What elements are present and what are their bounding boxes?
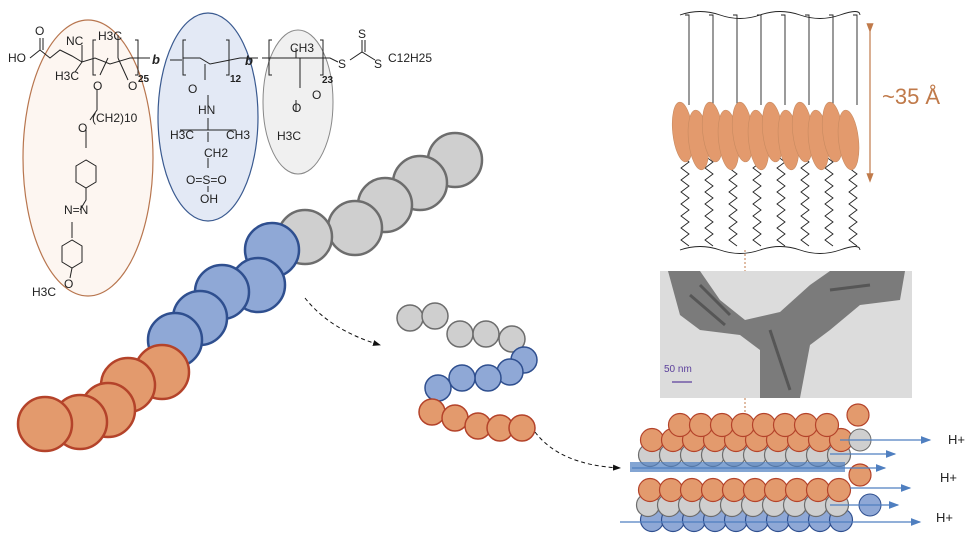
methyl-label: H3C — [98, 29, 122, 43]
azo-bead — [751, 412, 777, 438]
azo-bead — [784, 477, 810, 503]
methacrylate-bead — [446, 320, 474, 348]
alkyl-chain — [733, 14, 738, 105]
dimethyl-left-label: H3C — [170, 128, 194, 142]
azo-bead — [793, 412, 819, 438]
alkyl-chain — [776, 149, 787, 247]
alkyl-chain — [680, 149, 691, 247]
methacrylate-block-ellipse — [262, 29, 334, 175]
chain-backbone — [679, 11, 861, 254]
alkyl-chain — [805, 14, 810, 105]
block-link-label: b — [245, 53, 253, 68]
methyl-label: H3C — [55, 69, 79, 83]
dashed-arrow — [534, 431, 621, 471]
block-link-label: b — [152, 52, 160, 67]
thio-s: S — [338, 57, 346, 71]
sulfonate-bead — [424, 374, 452, 402]
methacrylate-bead — [472, 320, 500, 348]
azo-bead — [805, 477, 831, 503]
azo-label: N=N — [64, 203, 88, 217]
methacrylate-bead — [326, 199, 384, 257]
polymer-chain-large — [16, 131, 484, 453]
dimethyl-right-label: CH3 — [226, 128, 250, 142]
spacer-label: (CH2)10 — [92, 111, 138, 125]
methacrylate-bead — [421, 302, 449, 330]
azo-bead — [846, 403, 870, 427]
ester-o: O — [292, 101, 301, 115]
proton-transport-arrows — [620, 436, 932, 526]
ester-o: O — [312, 88, 321, 102]
azo-bead — [667, 412, 693, 438]
alkyl-chain — [829, 14, 834, 105]
azo-bead — [688, 412, 714, 438]
azo-bead — [700, 477, 726, 503]
azo-bead — [826, 477, 852, 503]
thione-s: S — [358, 27, 366, 41]
ch2-label: CH2 — [204, 146, 228, 160]
alkyl-chain — [704, 149, 715, 247]
alkyl-chain — [685, 14, 690, 105]
azo-bead — [730, 412, 756, 438]
block3-repeat: 23 — [322, 75, 334, 86]
dashed-arrow — [304, 297, 381, 346]
alkyl-chain — [757, 14, 762, 105]
azo-bead — [721, 477, 747, 503]
ester-o: O — [128, 79, 137, 93]
lamellar-packing-schematic — [671, 11, 861, 254]
sulfonate-oh-label: OH — [200, 192, 218, 206]
carbonyl-o: O — [35, 24, 44, 38]
proton-channel — [630, 462, 845, 472]
methoxy-label: H3C — [32, 285, 56, 299]
sulfonate-bead — [474, 364, 502, 392]
proton-label: H+ — [936, 510, 953, 525]
azo-bead — [742, 477, 768, 503]
azo-bead — [418, 398, 446, 426]
chain-end-label: C12H25 — [388, 51, 432, 65]
azo-bead — [508, 414, 536, 442]
end-group-label: HO — [8, 51, 26, 65]
methoxy-o: O — [64, 277, 73, 291]
sulfonate-label: O=S=O — [186, 173, 227, 187]
polymer-structure — [29, 35, 376, 279]
block3-methyl-label: CH3 — [290, 41, 314, 55]
ester-methyl-label: H3C — [277, 129, 301, 143]
block2-repeat: 12 — [230, 74, 242, 85]
azo-bead — [772, 412, 798, 438]
tem-micrograph: 50 nm — [660, 271, 912, 398]
scale-bar-label: 50 nm — [664, 364, 692, 375]
alkyl-chain — [800, 149, 811, 247]
azobenzene-mesogen — [837, 109, 860, 171]
azo-bead — [848, 463, 872, 487]
azo-bead — [679, 477, 705, 503]
polymer-chain-folded — [396, 302, 538, 442]
ester-o: O — [93, 79, 102, 93]
azo-bead — [709, 412, 735, 438]
stacked-lamellae-schematic — [630, 403, 882, 533]
alkyl-chain — [709, 14, 714, 105]
methacrylate-bead — [498, 325, 526, 353]
thio-s: S — [374, 57, 382, 71]
azo-block-ellipse — [22, 19, 154, 297]
methacrylate-bead — [396, 304, 424, 332]
azo-bead — [637, 477, 663, 503]
proton-label: H+ — [948, 432, 965, 447]
azo-bead — [639, 427, 665, 453]
amide-nh-label: HN — [198, 103, 215, 117]
alkyl-chain — [853, 14, 858, 105]
azo-bead — [441, 404, 469, 432]
block1-repeat: 25 — [138, 74, 150, 85]
azo-bead — [16, 395, 74, 453]
ether-o: O — [78, 121, 87, 135]
spacing-label: ~35 Å — [882, 84, 940, 109]
alkyl-chain — [824, 149, 835, 247]
amide-o-label: O — [188, 82, 197, 96]
azo-bead — [658, 477, 684, 503]
nitrile-label: NC — [66, 34, 84, 48]
alkyl-chain — [781, 14, 786, 105]
azo-bead — [814, 412, 840, 438]
sulfonate-bead — [448, 364, 476, 392]
azo-bead — [763, 477, 789, 503]
proton-label: H+ — [940, 470, 957, 485]
